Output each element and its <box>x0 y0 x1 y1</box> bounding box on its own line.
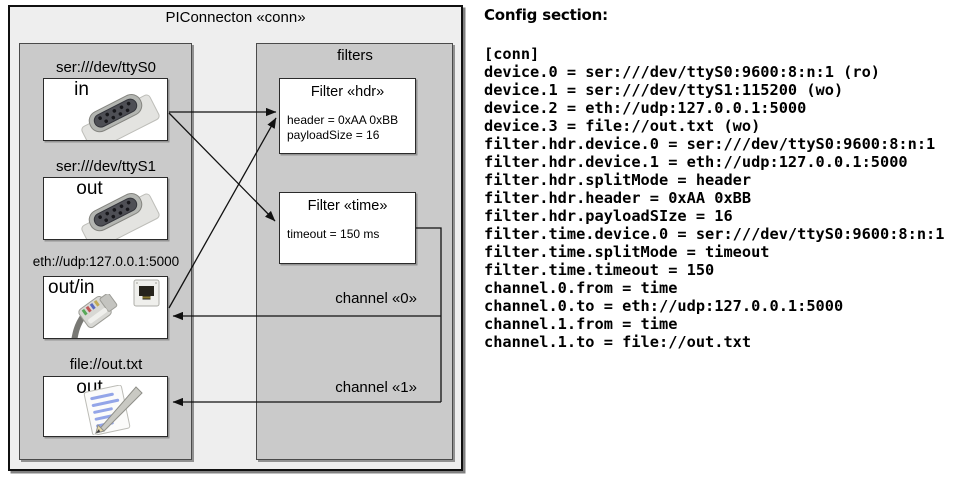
config-lines: [conn]device.0 = ser:///dev/ttyS0:9600:8… <box>484 45 944 351</box>
config-line: filter.time.device.0 = ser:///dev/ttyS0:… <box>484 225 945 243</box>
device-url-file: file://out.txt <box>69 356 143 373</box>
config-line: filter.time.splitMode = timeout <box>484 243 770 261</box>
filter-hdr-prop-payloadsize: payloadSize = 16 <box>287 128 380 142</box>
filter-hdr-prop-header: header = 0xAA 0xBB <box>287 113 399 127</box>
config-line: filter.hdr.header = 0xAA 0xBB <box>484 189 752 207</box>
filter-hdr-properties: header = 0xAA 0xBB payloadSize = 16 <box>287 113 398 143</box>
config-line: device.3 = file://out.txt (wo) <box>484 117 761 135</box>
config-panel: Config section: [conn]device.0 = ser:///… <box>484 0 962 484</box>
device-box-ttyS0: in <box>43 78 168 141</box>
serial-connector-icon <box>81 93 160 140</box>
config-line: filter.time.timeout = 150 <box>484 261 715 279</box>
config-line: channel.1.to = file://out.txt <box>484 333 752 351</box>
ethernet-port-icon <box>133 279 160 307</box>
config-heading: Config section: <box>484 6 608 24</box>
device-box-file: out <box>43 376 168 437</box>
device-box-eth: out/in <box>43 276 168 339</box>
filter-time-title: Filter «time» <box>307 198 388 214</box>
filter-time-box: Filter «time» timeout = 150 ms <box>279 192 416 264</box>
config-line: channel.0.from = time <box>484 279 678 297</box>
diagram-title: PIConnecton «conn» <box>165 9 306 26</box>
config-line: filter.hdr.payloadSIze = 16 <box>484 207 733 225</box>
channel-0-label: channel «0» <box>335 290 417 307</box>
ethernet-plug-icon <box>70 294 118 338</box>
config-line: [conn] <box>484 45 540 63</box>
filter-time-properties: timeout = 150 ms <box>287 227 379 242</box>
channel-1-label: channel «1» <box>335 379 417 396</box>
filter-hdr-title: Filter «hdr» <box>310 84 385 100</box>
serial-connector-icon <box>81 192 160 239</box>
device-url-eth: eth://udp:127.0.0.1:5000 <box>32 254 180 269</box>
config-line: device.2 = eth://udp:127.0.0.1:5000 <box>484 99 807 117</box>
config-line: channel.1.from = time <box>484 315 678 333</box>
device-url-ttyS1: ser:///dev/ttyS1 <box>55 158 157 175</box>
filters-panel-title: filters <box>337 47 373 64</box>
port-label: in <box>74 79 89 100</box>
config-line: device.0 = ser:///dev/ttyS0:9600:8:n:1 (… <box>484 63 881 81</box>
filter-time-prop-timeout: timeout = 150 ms <box>287 227 380 241</box>
port-label: out/in <box>48 277 95 298</box>
port-label: out <box>76 178 103 199</box>
config-line: device.1 = ser:///dev/ttyS1:115200 (wo) <box>484 81 844 99</box>
connector-diagram: PIConnecton «conn» filters ser:///dev/tt… <box>0 0 470 484</box>
filter-hdr-box: Filter «hdr» header = 0xAA 0xBB payloadS… <box>279 78 416 154</box>
config-line: channel.0.to = eth://udp:127.0.0.1:5000 <box>484 297 844 315</box>
config-line: filter.hdr.device.1 = eth://udp:127.0.0.… <box>484 153 908 171</box>
config-line: filter.hdr.splitMode = header <box>484 171 752 189</box>
device-url-ttyS0: ser:///dev/ttyS0 <box>55 59 157 76</box>
notepad-icon <box>83 385 143 435</box>
config-line: filter.hdr.device.0 = ser:///dev/ttyS0:9… <box>484 135 936 153</box>
device-box-ttyS1: out <box>43 177 168 240</box>
